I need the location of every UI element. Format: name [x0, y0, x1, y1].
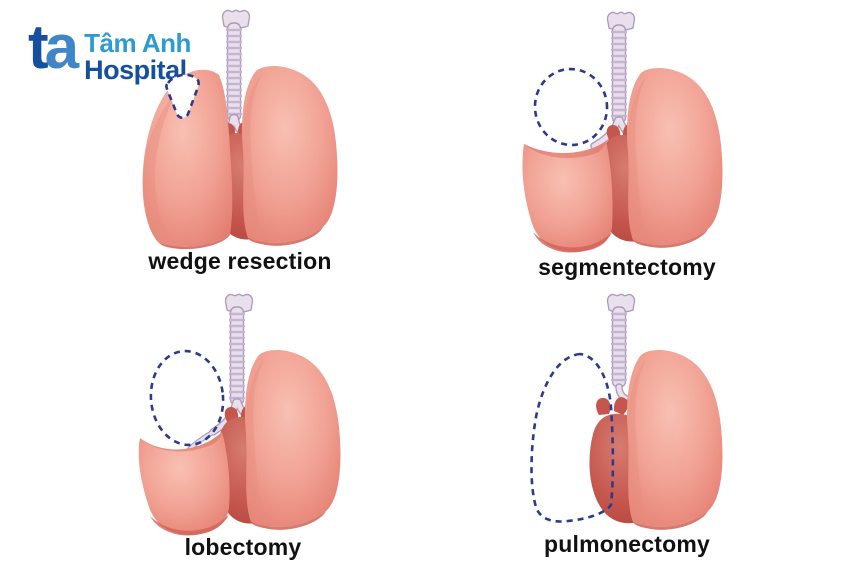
label-segmentectomy: segmentectomy: [538, 254, 716, 280]
panel-pulmonectomy: [507, 286, 737, 538]
logo-hospital-name: Tâm Anh: [84, 28, 191, 58]
right-lung: [627, 67, 723, 248]
right-lung: [242, 65, 338, 246]
panel-lobectomy: [125, 286, 355, 538]
resection-outline-wedge: [165, 73, 200, 120]
trachea: [606, 293, 636, 388]
pulmonectomy-illustration: [530, 293, 723, 530]
wedge-resection-illustration: [142, 9, 338, 250]
hospital-logo: ta Tâm Anh Hospital: [28, 17, 191, 85]
label-pulmonectomy: pulmonectomy: [544, 531, 710, 557]
resection-outline-lobe: [149, 349, 225, 447]
panel-segmentectomy: [507, 4, 737, 256]
left-lung-remnant: [522, 141, 613, 253]
logo-mark-t: t: [28, 13, 49, 82]
logo-text: Tâm Anh Hospital: [84, 30, 191, 84]
panel-wedge-resection: [122, 2, 352, 254]
right-lung: [627, 349, 723, 530]
trachea: [224, 293, 254, 406]
logo-ta-icon: ta: [28, 17, 79, 79]
right-lung: [245, 349, 341, 530]
label-lobectomy: lobectomy: [184, 534, 302, 560]
left-lung: [142, 69, 233, 250]
lobectomy-illustration: [138, 293, 341, 536]
logo-mark-a: a: [44, 13, 80, 82]
segmentectomy-illustration: [522, 11, 723, 253]
resection-outline-whole-lung: [530, 352, 615, 523]
left-lung-remnant: [138, 432, 230, 536]
label-wedge-resection: wedge resection: [148, 248, 332, 274]
trachea: [221, 9, 251, 122]
trachea: [606, 11, 636, 124]
resection-outline-segment: [533, 67, 609, 147]
